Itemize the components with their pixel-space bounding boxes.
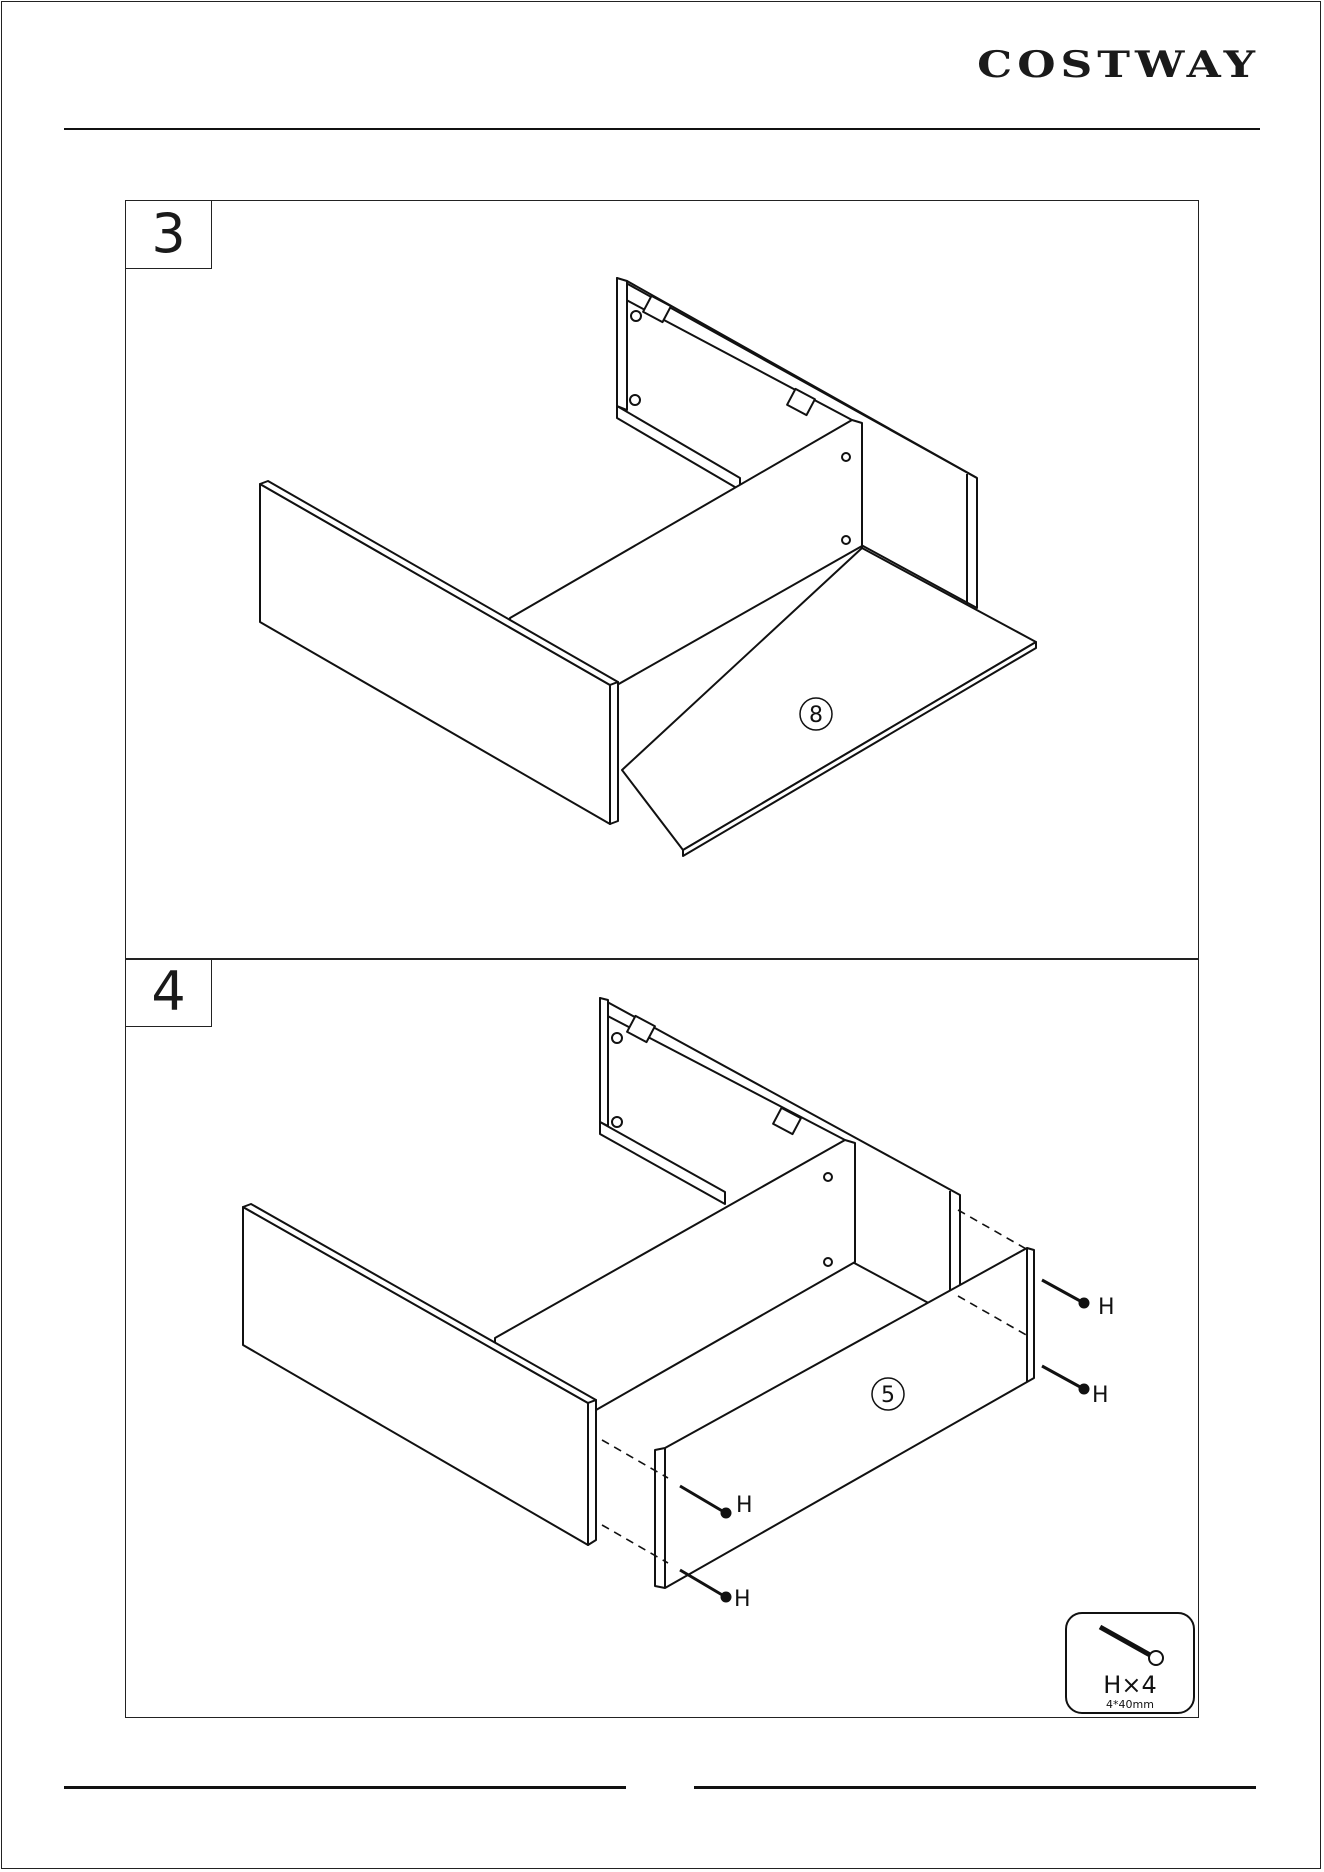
part-5-label: 5 <box>881 1383 895 1408</box>
hardware-count-label: H×4 <box>1103 1671 1156 1699</box>
screw-label-2: H <box>1092 1383 1109 1408</box>
part-markers: 8 5 <box>800 698 904 1410</box>
screw-label-4: H <box>734 1587 751 1612</box>
screw-label-3: H <box>736 1493 753 1518</box>
screw-label-1: H <box>1098 1295 1115 1320</box>
part-8-label: 8 <box>809 703 823 728</box>
step-4-drawing <box>243 998 1194 1713</box>
hardware-size-label: 4*40mm <box>1106 1698 1154 1711</box>
step-3-drawing <box>260 278 1036 856</box>
